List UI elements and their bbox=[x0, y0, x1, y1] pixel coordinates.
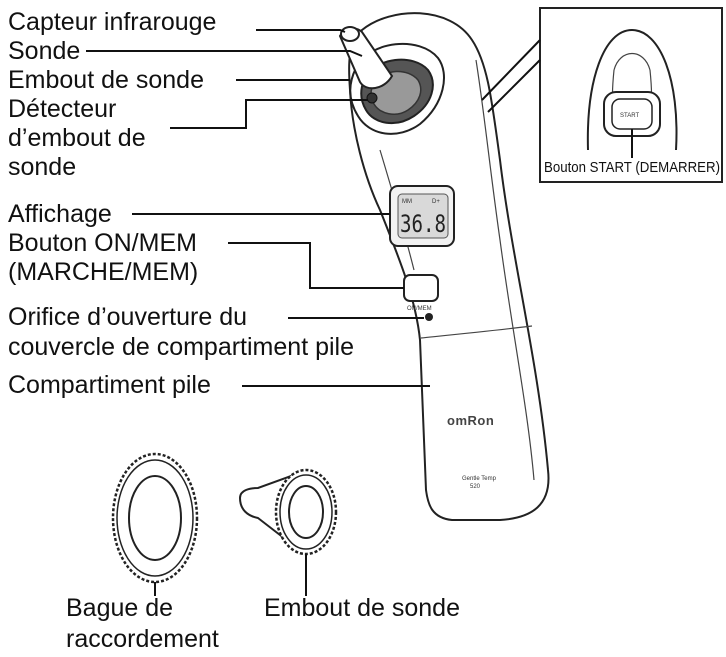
probe-cover-accessory bbox=[238, 468, 338, 596]
on-mem-button[interactable] bbox=[403, 274, 439, 302]
start-button-key-label: START bbox=[620, 113, 639, 119]
label-on-mem-button-1: Bouton ON/MEM bbox=[8, 229, 197, 257]
probe-cover-rim-inner bbox=[288, 485, 324, 539]
body-contour bbox=[475, 59, 535, 481]
brand-logo: omRon bbox=[447, 413, 494, 428]
start-button-inset: START Bouton START (DEMARRER) bbox=[481, 7, 723, 183]
inset-callout-top bbox=[481, 39, 541, 101]
label-probe-cover-accessory: Embout de sonde bbox=[264, 594, 460, 622]
probe-cover-rim-mid bbox=[279, 474, 333, 550]
leader-lines bbox=[86, 29, 430, 387]
display-screen bbox=[397, 193, 449, 239]
leader-probe-cover-detector bbox=[170, 99, 368, 129]
start-button-label: Bouton START (DEMARRER) bbox=[544, 159, 720, 176]
connection-ring-outer-solid bbox=[116, 459, 194, 577]
display-value: 36.8 bbox=[400, 210, 446, 238]
label-probe-cover-detector-3: sonde bbox=[8, 153, 76, 181]
infrared-sensor-lens bbox=[340, 26, 360, 42]
leader-infrared-sensor bbox=[256, 29, 346, 33]
model-number: 520 bbox=[470, 484, 481, 490]
callout-labels: Capteur infrarouge Sonde Embout de sonde… bbox=[8, 8, 354, 399]
label-connection-ring-2: raccordement bbox=[66, 625, 219, 653]
label-probe-cover-detector-2: d’embout de bbox=[8, 124, 146, 152]
connection-ring bbox=[111, 452, 199, 596]
accessory-labels: Bague de raccordement Embout de sonde bbox=[66, 594, 460, 653]
battery-compartment-line bbox=[420, 325, 533, 339]
on-mem-button-caption: ON/MEM bbox=[407, 306, 432, 312]
inset-device-outline bbox=[586, 28, 678, 151]
label-display: Affichage bbox=[8, 200, 112, 228]
probe-cover-detector-dot bbox=[366, 92, 378, 104]
leader-on-mem-button bbox=[228, 242, 404, 289]
battery-cover-opening bbox=[425, 313, 433, 321]
display-indicator-left: MM bbox=[402, 199, 412, 205]
thermometer-illustration: MM D+ 36.8 ON/MEM omRon Gentle Temp 520 bbox=[338, 12, 550, 521]
label-probe: Sonde bbox=[8, 37, 80, 65]
display-indicator-right: D+ bbox=[432, 199, 440, 205]
inset-device-inner bbox=[613, 53, 651, 71]
label-battery-cover-opening-1: Orifice d’ouverture du bbox=[8, 303, 247, 331]
model-name: Gentle Temp bbox=[462, 476, 497, 482]
label-probe-cover: Embout de sonde bbox=[8, 66, 204, 94]
inset-callout-bottom bbox=[487, 59, 541, 113]
label-on-mem-button-2: (MARCHE/MEM) bbox=[8, 258, 198, 286]
label-battery-compartment: Compartiment pile bbox=[8, 371, 211, 399]
label-connection-ring-1: Bague de bbox=[66, 594, 173, 622]
label-infrared-sensor: Capteur infrarouge bbox=[8, 8, 216, 36]
label-battery-cover-opening-2: couvercle de compartiment pile bbox=[8, 333, 354, 361]
thermometer-body bbox=[348, 12, 550, 521]
label-probe-cover-detector-1: Détecteur bbox=[8, 95, 116, 123]
connection-ring-inner bbox=[128, 475, 182, 561]
leader-probe bbox=[86, 50, 363, 57]
